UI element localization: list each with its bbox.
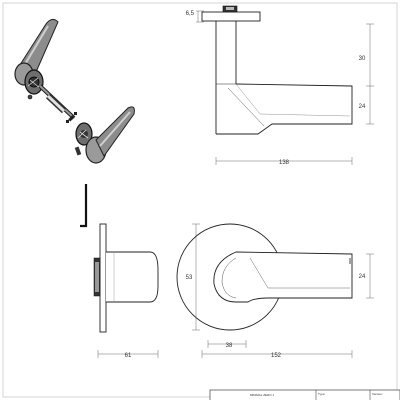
dim-handle-length-front: 152 — [201, 350, 353, 359]
dim-label-rose-diameter: 53 — [186, 275, 193, 281]
side-rose-plate — [99, 223, 107, 333]
top-view-drawing: 6,5 30 24 138 — [186, 5, 374, 166]
dim-neck-height: 30 — [359, 23, 374, 86]
front-grip-outline — [213, 251, 353, 303]
front-view-drawing: 53 24 38 152 — [176, 223, 374, 359]
dim-rose-depth: 61 — [97, 350, 159, 359]
dim-label-handle-length-front: 152 — [271, 353, 282, 359]
allen-key-icon — [80, 184, 88, 228]
side-view-drawing: 61 — [93, 223, 159, 359]
dim-label-grip-height-top: 24 — [359, 104, 366, 110]
dim-handle-length-top: 138 — [215, 157, 353, 166]
dim-rose-thickness: 6,5 — [186, 10, 204, 23]
title-block-name: MINIMAL ZERO 1 — [250, 393, 274, 397]
lever-grip-outline — [216, 83, 353, 135]
spindle-assembly — [38, 84, 77, 123]
dim-grip-height-front: 24 — [359, 253, 374, 299]
title-block-version-label: Version: — [372, 392, 383, 396]
dim-label-grip-height-front: 24 — [359, 274, 366, 280]
exploded-isometric-view — [14, 18, 135, 228]
lower-rose-mechanism — [74, 122, 93, 156]
rose-plate-outline — [201, 11, 261, 22]
dim-neck-offset: 38 — [207, 340, 247, 349]
title-block-type-label: Type: — [318, 392, 326, 396]
title-block: MINIMAL ZERO 1 Type: Version: — [209, 389, 400, 403]
sheet-frame — [2, 2, 398, 398]
dim-label-rose-depth: 61 — [125, 353, 132, 359]
dim-label-neck-offset: 38 — [226, 343, 233, 349]
dim-grip-height-top: 24 — [359, 85, 374, 125]
lower-lever-handle — [85, 106, 135, 164]
dim-label-neck-height: 30 — [359, 56, 366, 62]
upper-lever-handle — [14, 18, 59, 86]
side-grip-outline — [106, 251, 159, 303]
dim-rose-diameter: 53 — [186, 223, 200, 331]
dim-label-handle-length-top: 138 — [279, 160, 290, 166]
dim-label-rose-thickness: 6,5 — [186, 11, 195, 17]
upper-rose-mechanism — [24, 69, 44, 100]
